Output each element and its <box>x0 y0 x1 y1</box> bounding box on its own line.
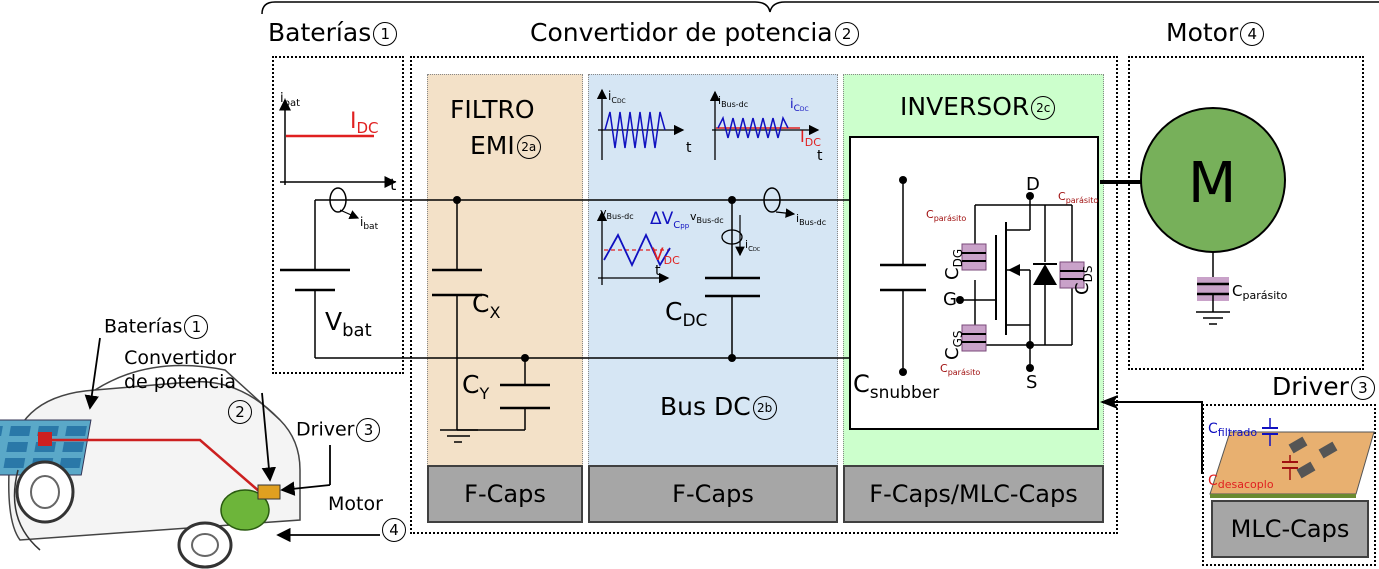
car-label-motor: Motor <box>328 493 383 515</box>
cdesacoplo-label: Cdesacoplo <box>1208 473 1274 491</box>
car-illustration <box>0 364 301 569</box>
vdc-graph-label: VDC <box>652 245 680 267</box>
icdc-graph2-label: iCDC <box>790 97 809 114</box>
delta-v-label: ΔVCpp <box>650 209 690 231</box>
ibus-probe-label: iBus-dc <box>796 212 826 227</box>
caps-driver: MLC-Caps <box>1211 500 1369 558</box>
baterias-box <box>272 56 404 374</box>
t-label-graph1: t <box>686 140 692 156</box>
icdc-graph1-label: iCDC <box>608 89 626 105</box>
idc-graph2-label: IDC <box>800 127 821 149</box>
cgs-label: CGS <box>942 331 965 361</box>
cpar-ds-label: Cparásito <box>1058 190 1098 205</box>
vbus-probe-label: vBus-dc <box>690 210 724 225</box>
t-label-graph3: t <box>655 263 661 279</box>
convertidor-box <box>410 56 1118 534</box>
driver-box <box>1202 404 1376 566</box>
cy-label: CY <box>462 370 489 403</box>
inversor-module <box>849 136 1099 430</box>
cpar-dg-label: Cparásito <box>926 208 966 223</box>
cfiltrado-label: Cfiltrado <box>1208 421 1257 439</box>
motor-symbol: M <box>1188 151 1236 216</box>
caps-inversor: F-Caps/MLC-Caps <box>843 465 1104 523</box>
vbat-label: Vbat <box>325 307 372 341</box>
vbus-graph-label: vBus-dc <box>600 206 634 221</box>
source-label: S <box>1026 372 1037 393</box>
bus-block <box>588 74 838 466</box>
caps-filter: F-Caps <box>427 465 583 523</box>
car-label-convertidor-num: 2 <box>226 400 252 424</box>
ibus-graph-label: iBus-dc <box>718 94 748 109</box>
drain-label: D <box>1026 174 1040 195</box>
car-label-motor-num: 4 <box>380 518 406 542</box>
motor-box <box>1128 56 1364 370</box>
t-label-graph2: t <box>817 148 823 164</box>
icdc-probe-label: iCDC <box>745 238 761 253</box>
cpar-motor-label: Cparásito <box>1232 282 1288 302</box>
cdg-label: CDG <box>942 249 965 280</box>
top-braces <box>261 1 1379 15</box>
csnubber-label: Csnubber <box>853 370 939 403</box>
ibat-axis-label: ibat <box>280 91 300 109</box>
cds-label: CDS <box>1072 266 1095 295</box>
t-label-bat: t <box>390 175 396 194</box>
ibat-probe-label: ibat <box>360 215 379 232</box>
car-label-convertidor: Convertidor de potencia <box>124 347 237 393</box>
idc-label: IDC <box>350 109 379 137</box>
cpar-gs-label: Cparásito <box>940 362 980 377</box>
cdc-label: CDC <box>665 297 707 331</box>
caps-bus: F-Caps <box>588 465 838 523</box>
gate-label: G <box>943 289 957 310</box>
cx-label: CX <box>472 289 500 322</box>
